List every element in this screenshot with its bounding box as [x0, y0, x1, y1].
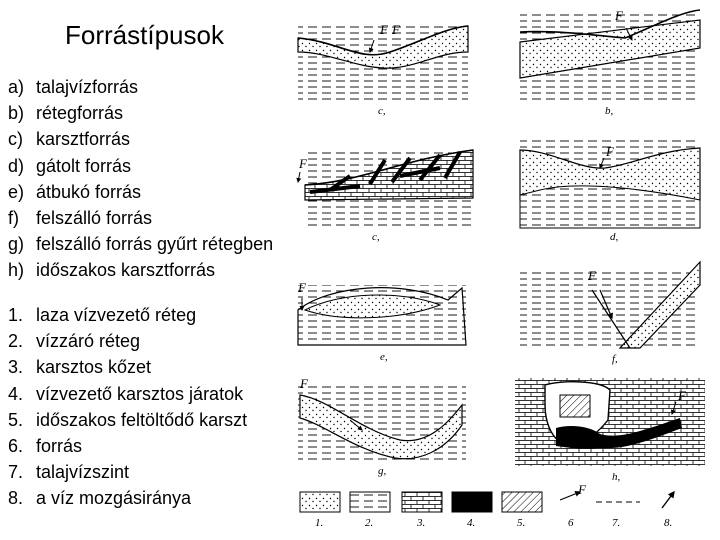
list-item: 5. időszakos feltöltődő karszt: [8, 407, 247, 433]
item-label: időszakos feltöltődő karszt: [36, 409, 248, 430]
diagram-caption: h,: [612, 471, 621, 483]
diagram-gatolt-forras: F d,: [519, 140, 701, 243]
swatch-idoszakos-karszt: [501, 491, 543, 513]
spring-label: F: [587, 268, 597, 283]
page-title: Forrástípusok: [65, 20, 224, 50]
diagram-caption: e,: [380, 351, 388, 363]
spring-label: F: [677, 388, 687, 403]
item-label: felszálló forrás gyűrt rétegben: [36, 234, 274, 255]
diagram-caption: b,: [605, 105, 614, 117]
spring-label: F: [577, 482, 587, 497]
list-item: b) rétegforrás: [8, 100, 273, 126]
item-marker: e): [8, 181, 25, 202]
diagram-felszallo-gyurt: F g,: [298, 376, 466, 477]
item-marker: 3.: [8, 357, 24, 378]
swatch-karsztos-kozet: [401, 491, 443, 513]
diagram-talajvizforras: F F c,: [297, 22, 469, 117]
spring-label: F: [299, 376, 309, 391]
spring-label: F: [391, 22, 401, 37]
swatch-vizzaro: [349, 491, 391, 513]
item-label: karsztos kőzet: [36, 357, 152, 378]
item-marker: 6.: [8, 435, 24, 456]
swatch-number: 1.: [315, 517, 323, 529]
item-marker: a): [8, 77, 25, 97]
spring-label: F: [614, 8, 624, 23]
list-item: 1. laza vízvezető réteg: [8, 302, 247, 328]
item-marker: b): [8, 103, 25, 124]
list-item: d) gátolt forrás: [8, 153, 273, 179]
item-marker: 2.: [8, 331, 24, 352]
item-marker: 8.: [8, 488, 24, 509]
swatch-number: 3.: [416, 517, 425, 529]
list-item: 8. a víz mozgásiránya: [8, 485, 247, 511]
item-marker: d): [8, 155, 25, 176]
diagram-retegforras: F b,: [519, 8, 701, 117]
swatch-number: 5.: [517, 517, 525, 529]
swatch-mozgasirany: [661, 490, 675, 509]
item-marker: g): [8, 234, 25, 255]
item-marker: 1.: [8, 305, 24, 325]
swatch-karsztos-jaratok: [451, 491, 493, 513]
spring-label: F: [605, 144, 615, 159]
swatch-number: 6: [568, 517, 574, 529]
item-marker: c): [8, 129, 23, 150]
list-item: 6. forrás: [8, 433, 247, 459]
diagram-karsztforras: F c,: [296, 149, 474, 243]
list-item: 3. karsztos kőzet: [8, 354, 247, 380]
diagram-caption: f,: [612, 353, 618, 365]
swatch-legend: F 1. 2. 3. 4. 5. 6 7. 8.: [299, 482, 675, 529]
diagram-caption: d,: [610, 231, 619, 243]
item-label: forrás: [36, 435, 83, 456]
list-item: 2. vízzáró réteg: [8, 328, 247, 354]
item-label: átbukó forrás: [36, 181, 142, 202]
diagram-caption: c,: [378, 105, 386, 117]
list-item: c) karsztforrás: [8, 126, 273, 152]
diagram-atbuko-forras: F e,: [297, 280, 467, 363]
item-label: laza vízvezető réteg: [36, 305, 197, 325]
swatch-number: 2.: [365, 517, 373, 529]
item-label: felszálló forrás: [36, 207, 153, 228]
item-label: talajvízforrás: [36, 77, 139, 97]
swatch-number: 7.: [612, 517, 620, 529]
swatch-number: 4.: [467, 517, 475, 529]
item-label: vízzáró réteg: [36, 331, 141, 352]
list-item: f) felszálló forrás: [8, 205, 273, 231]
list-item: a) talajvízforrás: [8, 74, 273, 100]
item-label: a víz mozgásiránya: [36, 488, 192, 509]
item-label: talajvízszint: [36, 462, 130, 483]
list-item: e) átbukó forrás: [8, 179, 273, 205]
item-label: rétegforrás: [36, 103, 124, 124]
swatch-number: 8.: [664, 517, 672, 529]
item-marker: 7.: [8, 462, 24, 483]
list-item: 7. talajvízszint: [8, 459, 247, 485]
item-marker: 4.: [8, 383, 24, 404]
diagram-felszallo-forras: F f,: [520, 260, 701, 365]
list-item: 4. vízvezető karsztos járatok: [8, 381, 247, 407]
swatch-forras: [559, 490, 582, 501]
spring-label: F: [379, 22, 389, 37]
swatch-laza-vizvezeto: [299, 491, 341, 513]
diagram-caption: g,: [378, 465, 387, 477]
item-marker: f): [8, 207, 19, 228]
spring-label: F: [297, 280, 307, 295]
diagram-idoszakos-karszt: F h,: [515, 378, 705, 483]
legend-list: 1. laza vízvezető réteg 2. vízzáró réteg 3…: [8, 302, 247, 512]
item-marker: h): [8, 260, 25, 281]
item-label: vízvezető karsztos járatok: [36, 383, 244, 404]
list-item: g) felszálló forrás gyűrt rétegben: [8, 231, 273, 257]
item-label: karsztforrás: [36, 129, 131, 150]
diagram-caption: c,: [372, 231, 380, 243]
spring-label: F: [298, 156, 308, 171]
item-marker: 5.: [8, 409, 24, 430]
item-label: gátolt forrás: [36, 155, 132, 176]
spring-type-list: a) talajvízforrás b) rétegforrás c) karsztf…: [8, 74, 273, 284]
list-item: h) időszakos karsztforrás: [8, 257, 273, 283]
item-label: időszakos karsztforrás: [36, 260, 216, 281]
